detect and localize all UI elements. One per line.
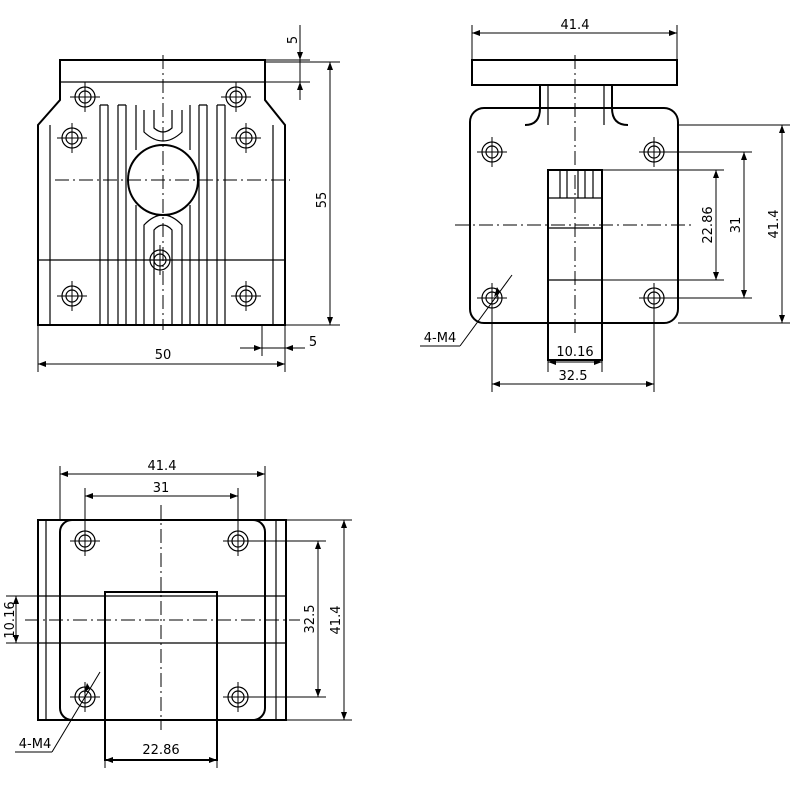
dim-hole-spacing-vertical: 32.5 — [248, 540, 326, 698]
dim-height: 55 — [265, 61, 340, 326]
dim-label-width: 50 — [155, 348, 172, 363]
flange-body — [469, 107, 679, 324]
dim-label-overall-height: 41.4 — [329, 606, 344, 635]
dim-flange-width: 41.4 — [471, 18, 678, 60]
dim-slot-height: 22.86 — [602, 169, 724, 281]
mount-hole — [476, 136, 508, 168]
dim-label-hole-spacing-horizontal: 32.5 — [559, 369, 588, 384]
dim-side-offset: 5 — [240, 325, 317, 356]
dim-label-hole-spacing-horizontal: 31 — [153, 481, 170, 496]
mount-hole — [144, 244, 176, 276]
dim-slot-height: 10.16 — [3, 595, 38, 644]
dim-label-slot-height: 10.16 — [3, 601, 18, 638]
hole-callout: 4-M4 — [15, 671, 101, 753]
mount-hole — [230, 122, 262, 154]
dim-label-flange-width: 41.4 — [561, 18, 590, 33]
mount-hole — [56, 280, 88, 312]
hole-callout: 4-M4 — [420, 274, 513, 347]
dim-label-slot-width: 10.16 — [556, 345, 593, 360]
view-bottom-left: 41.4 31 10.16 32.5 — [3, 459, 352, 768]
dim-label-height: 55 — [315, 192, 330, 209]
dim-label-overall-height: 41.4 — [767, 210, 782, 239]
mount-hole — [56, 122, 88, 154]
hole-callout-label: 4-M4 — [424, 331, 456, 346]
hole-callout-label: 4-M4 — [19, 737, 51, 752]
dim-hole-spacing-vertical: 31 — [664, 151, 752, 299]
dim-label-hole-spacing-vertical: 31 — [729, 217, 744, 234]
dim-overall-width: 41.4 — [59, 459, 266, 520]
dim-label-slot-width: 22.86 — [142, 743, 179, 758]
mount-hole — [69, 81, 101, 113]
waveguide-slot — [38, 591, 286, 761]
dim-label-slot-height: 22.86 — [701, 206, 716, 243]
dim-slot-width: 10.16 — [547, 345, 603, 372]
dim-label-hole-spacing-vertical: 32.5 — [303, 605, 318, 634]
dim-overall-height: 41.4 — [678, 124, 790, 324]
dim-slot-width: 22.86 — [104, 743, 218, 768]
view-top-right: 41.4 22.86 31 41.4 — [420, 18, 790, 392]
dim-label-side-offset: 5 — [309, 335, 317, 350]
mount-hole — [230, 280, 262, 312]
dim-hole-spacing-horizontal: 32.5 — [491, 308, 655, 392]
dim-width: 50 — [37, 325, 286, 372]
dim-label-overall-width: 41.4 — [148, 459, 177, 474]
dim-label-top-offset: 5 — [286, 36, 301, 44]
dim-overall-height: 41.4 — [286, 519, 352, 721]
view-top-left: 5 55 50 5 — [37, 25, 340, 372]
dim-hole-spacing-horizontal: 31 — [84, 481, 239, 531]
